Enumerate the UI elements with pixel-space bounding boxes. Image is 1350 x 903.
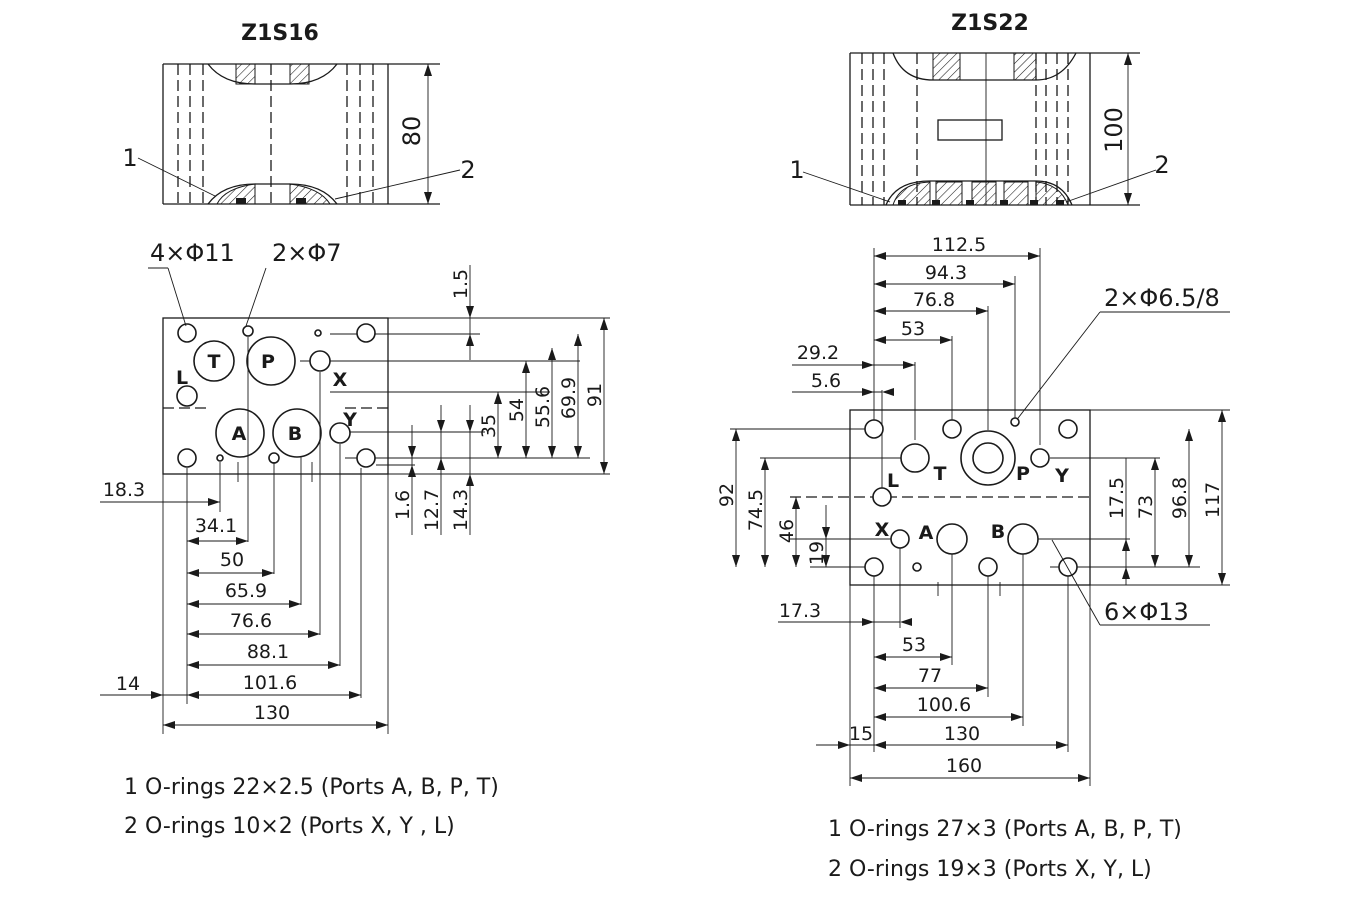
z1s22-dim-73: 73 (1135, 495, 1157, 519)
z1s16-title: Z1S16 (241, 21, 319, 46)
z1s16-dim-14: 14 (116, 673, 140, 695)
z1s22-port-l: L (887, 470, 899, 492)
z1s22-note-1: 1 O-rings 27×3 (Ports A, B, P, T) (828, 817, 1182, 842)
z1s16-port-t: T (208, 351, 221, 373)
z1s22-dim-117: 117 (1202, 482, 1224, 518)
z1s22-dim-17-3: 17.3 (779, 600, 821, 622)
z1s22-dim-53-bottom: 53 (902, 634, 926, 656)
z1s22-dim-76-8: 76.8 (913, 289, 955, 311)
z1s16-pin-holes: 2×Φ7 (272, 239, 342, 267)
z1s16-port-b: B (288, 423, 302, 445)
z1s22-dim-19: 19 (806, 541, 828, 565)
z1s22-dim-100-6: 100.6 (917, 694, 971, 716)
z1s16-dim-top: 1.5 (450, 269, 472, 299)
z1s16-callout-1: 1 (122, 144, 137, 172)
z1s22-dim-29-2: 29.2 (797, 342, 839, 364)
z1s16-port-x: X (333, 369, 348, 391)
z1s16-port-a: A (232, 423, 247, 445)
z1s22-dim-5-6: 5.6 (811, 370, 841, 392)
z1s22-plan-view: 112.5 94.3 76.8 53 29.2 5 (716, 234, 1230, 786)
z1s16-section-view: 80 1 2 (122, 63, 476, 205)
z1s16-port-l: L (176, 367, 188, 389)
z1s16-dim-35: 35 (478, 414, 500, 438)
z1s16-bottom-vertical-dims: 1.6 12.7 14.3 (392, 405, 474, 535)
z1s16-port-p: P (261, 351, 275, 373)
z1s16-dim-14-3: 14.3 (450, 489, 472, 531)
z1s22-section-height: 100 (1100, 107, 1128, 153)
z1s22-dim-74-5: 74.5 (745, 489, 767, 531)
z1s16-dim-101-6: 101.6 (243, 672, 297, 694)
z1s22-dim-77: 77 (918, 665, 942, 687)
z1s22-port-p: P (1016, 463, 1030, 485)
z1s22-pin-holes: 2×Φ6.5/8 (1104, 284, 1220, 312)
z1s16-note-1: 1 O-rings 22×2.5 (Ports A, B, P, T) (124, 775, 499, 800)
z1s16-dim-34-1: 34.1 (195, 515, 237, 537)
z1s22-dim-96-8: 96.8 (1169, 477, 1191, 519)
z1s16-dim-91: 91 (584, 383, 606, 407)
z1s16-section-height: 80 (398, 116, 426, 147)
z1s16-dim-76-6: 76.6 (230, 610, 272, 632)
z1s22-port-t: T (934, 463, 947, 485)
z1s16-vertical-dims: 35 54 55.6 69.9 91 (478, 318, 608, 474)
z1s22-top-dims: 112.5 94.3 76.8 53 29.2 5 (792, 234, 1040, 396)
z1s22-dim-92: 92 (716, 483, 738, 507)
z1s22-section-view: 100 1 2 (789, 52, 1170, 206)
z1s22-right-vertical-dims: 17.5 73 96.8 117 (1106, 410, 1226, 585)
z1s22-note-2: 2 O-rings 19×3 (Ports X, Y, L) (828, 857, 1152, 882)
z1s22-dim-17-5: 17.5 (1106, 477, 1128, 519)
z1s16-dim-88-1: 88.1 (247, 641, 289, 663)
z1s22-dim-94-3: 94.3 (925, 262, 967, 284)
z1s16-drawing: Z1S16 80 (100, 21, 610, 839)
z1s16-dim-12-7: 12.7 (421, 489, 443, 531)
z1s22-port-x: X (875, 519, 890, 541)
z1s16-dim-18-3: 18.3 (103, 479, 145, 501)
z1s22-port-a: A (919, 522, 934, 544)
z1s16-dim-130: 130 (254, 702, 290, 724)
z1s16-callout-2: 2 (460, 156, 475, 184)
z1s22-drawing: Z1S22 (716, 11, 1230, 882)
z1s16-dim-54: 54 (506, 398, 528, 422)
z1s22-dim-53-top: 53 (901, 318, 925, 340)
z1s16-horizontal-dims: 18.3 34.1 50 65.9 76.6 88 (100, 479, 388, 729)
z1s22-dim-160: 160 (946, 755, 982, 777)
z1s16-note-2: 2 O-rings 10×2 (Ports X, Y , L) (124, 814, 455, 839)
z1s22-bottom-dims: 17.3 53 77 100.6 15 130 (778, 600, 1090, 782)
z1s22-title: Z1S22 (951, 11, 1029, 36)
z1s16-dim-55-6: 55.6 (532, 386, 554, 428)
z1s22-mount-holes: 6×Φ13 (1104, 598, 1189, 626)
z1s22-dim-112-5: 112.5 (932, 234, 986, 256)
z1s22-callout-2: 2 (1154, 151, 1169, 179)
z1s16-dim-65-9: 65.9 (225, 580, 267, 602)
z1s16-dim-1-6: 1.6 (392, 490, 414, 520)
z1s16-dim-69-9: 69.9 (558, 377, 580, 419)
z1s16-port-y: Y (342, 409, 357, 431)
z1s22-left-vertical-dims: 92 74.5 46 19 (716, 429, 830, 567)
z1s22-dim-130: 130 (944, 723, 980, 745)
z1s16-plan-view: T P X L A B Y 4×Φ11 2×Φ7 1.5 35 (100, 239, 610, 734)
z1s22-dim-46: 46 (776, 519, 798, 543)
z1s22-port-b: B (991, 521, 1005, 543)
z1s22-callout-1: 1 (789, 156, 804, 184)
z1s16-dim-50: 50 (220, 549, 244, 571)
z1s22-dim-15: 15 (849, 723, 873, 745)
z1s22-port-y: Y (1054, 465, 1069, 487)
z1s16-mount-holes: 4×Φ11 (150, 239, 235, 267)
